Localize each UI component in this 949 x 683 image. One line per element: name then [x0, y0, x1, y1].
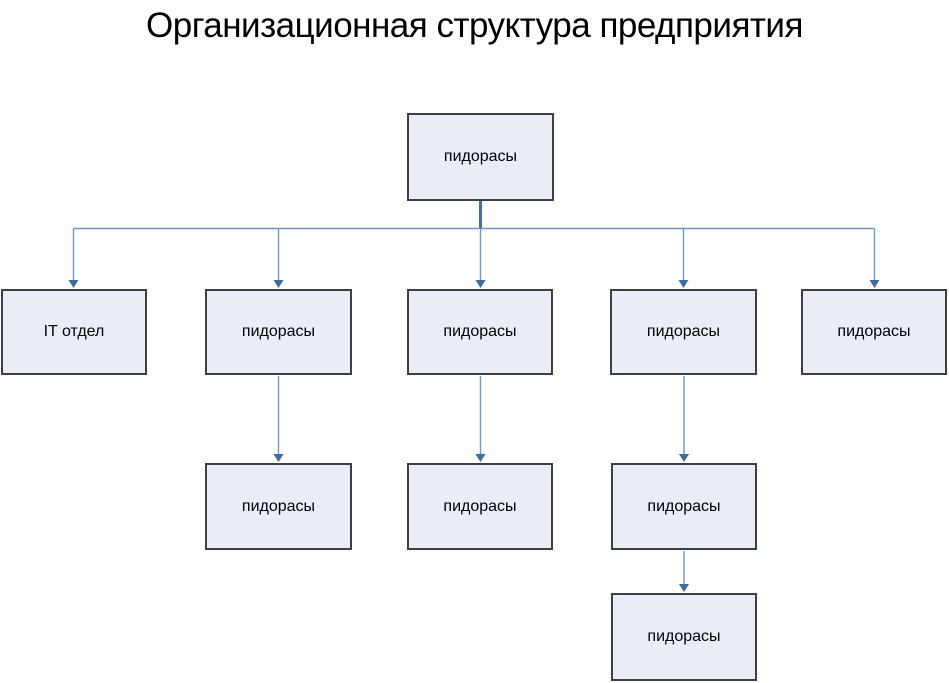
diagram-title: Организационная структура предприятия — [146, 6, 803, 45]
org-node-label: пидорасы — [443, 148, 518, 165]
org-node-level3-2: пидорасы — [407, 463, 553, 550]
org-node-label: пидорасы — [443, 497, 517, 515]
org-node-label: пидорасы — [241, 323, 316, 340]
org-node-label: пидорасы — [837, 323, 911, 340]
org-node-it-department: IT отдел — [1, 289, 147, 375]
org-node-label: пидорасы — [443, 323, 517, 340]
org-node-level2-5: пидорасы — [801, 289, 947, 375]
org-node-label: пидорасы — [647, 628, 721, 645]
org-node-level3-1: пидорасы — [205, 463, 352, 550]
org-node-level3-3: пидорасы — [611, 463, 757, 550]
org-node-level2-4: пидорасы — [610, 289, 757, 375]
org-node-label: пидорасы — [241, 497, 316, 515]
org-node-root: пидорасы — [407, 113, 554, 201]
org-node-label: пидорасы — [646, 323, 721, 340]
org-node-label: пидорасы — [647, 497, 721, 515]
org-node-level2-3: пидорасы — [407, 289, 553, 375]
org-node-label: IT отдел — [43, 323, 105, 340]
org-node-level2-2: пидорасы — [205, 289, 352, 375]
org-node-level4-1: пидорасы — [611, 593, 757, 681]
